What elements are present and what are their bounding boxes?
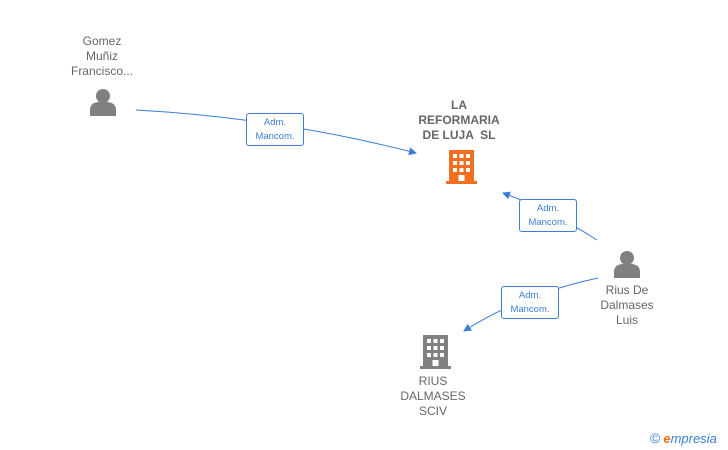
label-line: DALMASES bbox=[400, 389, 466, 403]
label-line: Muñiz bbox=[85, 49, 118, 63]
building-icon[interactable] bbox=[420, 335, 451, 369]
role-line: Adm. bbox=[536, 203, 560, 214]
person-icon[interactable] bbox=[614, 251, 640, 278]
edge-role-label[interactable]: Adm. Mancom. bbox=[519, 199, 577, 232]
label-line: RIUS bbox=[418, 374, 448, 388]
label-line: Luis bbox=[615, 313, 638, 327]
role-line: Mancom. bbox=[528, 217, 568, 228]
label-line: LA bbox=[451, 98, 467, 112]
brand-logo: ©empresia bbox=[650, 430, 717, 446]
edge-role-label[interactable]: Adm. Mancom. bbox=[501, 286, 559, 319]
person-label-gomez[interactable]: Gomez Muñiz Francisco... bbox=[56, 34, 148, 79]
label-line: REFORMARIA bbox=[418, 113, 500, 127]
copyright-symbol: © bbox=[650, 430, 661, 446]
label-line: SCIV bbox=[418, 404, 447, 418]
role-line: Adm. bbox=[263, 117, 287, 128]
label-line: Francisco... bbox=[70, 64, 133, 78]
company-label-rius-sciv[interactable]: RIUS DALMASES SCIV bbox=[390, 374, 476, 419]
brand-initial: e bbox=[663, 431, 671, 446]
person-icon[interactable] bbox=[90, 89, 116, 116]
person-label-rius-luis[interactable]: Rius De Dalmases Luis bbox=[584, 283, 670, 328]
brand-name: mpresia bbox=[670, 431, 717, 446]
role-line: Mancom. bbox=[255, 131, 295, 142]
label-line: Rius De bbox=[605, 283, 649, 297]
role-line: Mancom. bbox=[510, 304, 550, 315]
label-line: Gomez bbox=[82, 34, 122, 48]
edge-role-label[interactable]: Adm. Mancom. bbox=[246, 113, 304, 146]
company-label-reformaria[interactable]: LA REFORMARIA DE LUJA SL bbox=[408, 98, 510, 143]
label-line: DE LUJA SL bbox=[422, 128, 496, 142]
label-line: Dalmases bbox=[600, 298, 654, 312]
building-icon[interactable] bbox=[446, 150, 477, 184]
role-line: Adm. bbox=[518, 290, 542, 301]
